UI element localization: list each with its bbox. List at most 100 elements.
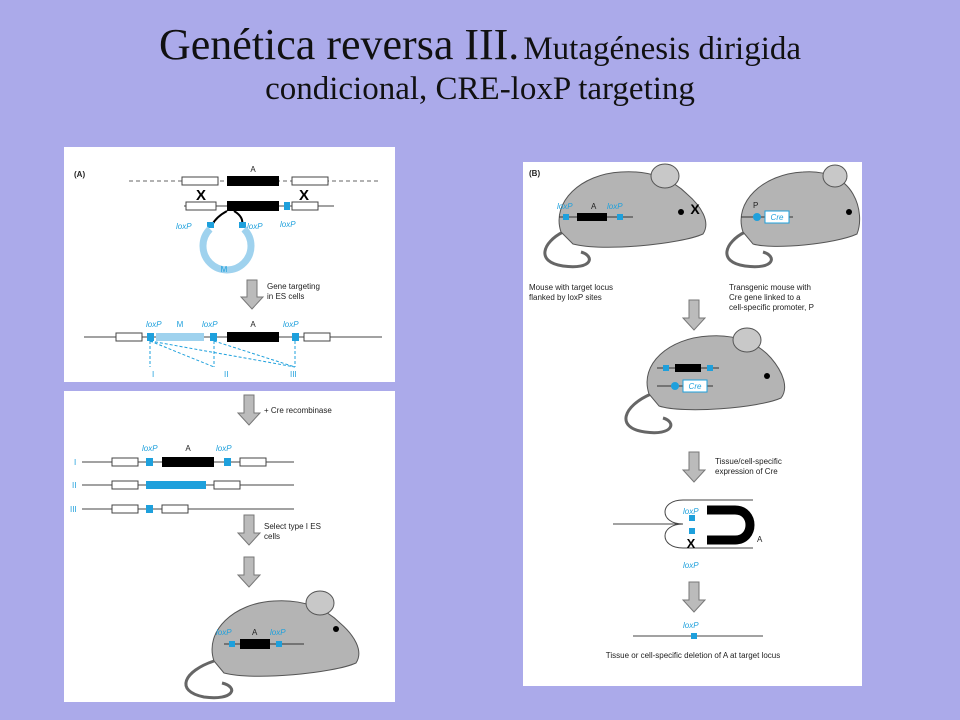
panel-a-top: (A) A X X loxP loxP loxP M Gene targetin… xyxy=(64,147,395,382)
mouse-loxp-label-1: loxP xyxy=(216,628,232,637)
mouse1-caption-1: Mouse with target locus xyxy=(529,283,613,292)
targeted-loxp-label-3: loxP xyxy=(283,320,299,329)
targeted-loxp-1 xyxy=(147,333,154,341)
mouse2-ear xyxy=(822,164,848,188)
mouse1-caption-2: flanked by loxP sites xyxy=(529,293,602,302)
panel-b-label: (B) xyxy=(529,169,540,178)
mouse1-eye xyxy=(678,209,684,215)
mouse2-promoter xyxy=(753,213,761,221)
mouse2-eye xyxy=(846,209,852,215)
vector-m-label: M xyxy=(221,265,228,274)
loop-loxp-right xyxy=(239,222,246,228)
crossover-right: X xyxy=(299,187,309,204)
mouse3-ear xyxy=(732,327,762,353)
loop-cross: X xyxy=(687,536,696,551)
mouse2-caption-1: Transgenic mouse with xyxy=(729,283,811,292)
targeted-exon-right xyxy=(303,332,331,342)
row-i-a-label: A xyxy=(185,444,191,453)
type-ii-label: II xyxy=(224,370,228,379)
expression-text-1: Tissue/cell-specific xyxy=(715,457,782,466)
genomic-exon-right xyxy=(291,176,329,186)
genomic-exon-left xyxy=(181,176,219,186)
deletion-caption: Tissue or cell-specific deletion of A at… xyxy=(606,651,780,660)
mouse2-caption-3: cell-specific promoter, P xyxy=(729,303,814,312)
row-ii-m-segment xyxy=(146,481,206,489)
loxp-label-1: loxP xyxy=(176,222,192,231)
mouse-loxp-2 xyxy=(276,641,282,647)
loop-a-label: A xyxy=(757,535,763,544)
loop-loxp-1 xyxy=(689,515,695,521)
mouse2-body xyxy=(740,171,861,247)
title-main: Genética reversa III. xyxy=(158,20,520,69)
step-arrow-3 xyxy=(236,514,262,546)
row-i-loxp-label-1: loxP xyxy=(142,444,158,453)
loxp-label-3: loxP xyxy=(280,220,296,229)
mouse1-ear xyxy=(650,163,680,189)
row-ii-label: II xyxy=(72,481,76,490)
row-iii-loxp xyxy=(146,505,153,513)
gene-a-label: A xyxy=(250,165,256,174)
row-i-loxp-label-2: loxP xyxy=(216,444,232,453)
cross-symbol: X xyxy=(690,201,700,217)
mouse1-body xyxy=(558,171,707,248)
loop-loxp-left xyxy=(207,222,214,228)
mouse2-cre-label: Cre xyxy=(771,213,784,222)
mouse-tail xyxy=(184,659,234,700)
slide-title: Genética reversa III. Mutagénesis dirigi… xyxy=(0,20,960,109)
mouse-loxp-1 xyxy=(229,641,235,647)
mouse3-eye xyxy=(764,373,770,379)
cre-mouse: Cre P xyxy=(725,164,861,269)
mouse-ear xyxy=(305,590,335,616)
deleted-loxp xyxy=(691,633,697,639)
gene-targeting-text-2: in ES cells xyxy=(267,292,304,301)
mouse1-loxp-label-1: loxP xyxy=(557,202,573,211)
genomic-gene-a xyxy=(227,176,279,186)
row-i-exon-right xyxy=(239,457,267,467)
loop-lower-line xyxy=(613,523,753,549)
mouse2-tail xyxy=(725,230,773,269)
loop-loxp-label-1: loxP xyxy=(683,507,699,516)
vector-gene-a xyxy=(227,201,279,211)
mouse-a-label: A xyxy=(252,628,258,637)
step-arrow-2 xyxy=(236,394,262,426)
targeted-exon-left xyxy=(115,332,143,342)
mouse3-cre-label: Cre xyxy=(689,382,702,391)
row-iii-exon-right xyxy=(161,504,189,514)
select-text-1: Select type I ES xyxy=(264,522,321,531)
targeted-a-label: A xyxy=(250,320,256,329)
mouse-loxp-label-2: loxP xyxy=(270,628,286,637)
panel-b: (B) loxP A loxP Mouse with target locus … xyxy=(523,162,862,686)
vector-loxp-site xyxy=(284,202,290,210)
step-arrow-1 xyxy=(239,279,265,310)
targeted-m-label: M xyxy=(177,320,184,329)
row-i-loxp-2 xyxy=(224,458,231,466)
type-i-label: I xyxy=(152,370,154,379)
row-ii-exon-right xyxy=(213,480,241,490)
mouse-eye xyxy=(333,626,339,632)
deleted-loxp-label: loxP xyxy=(683,621,699,630)
mouse3-promoter xyxy=(671,382,679,390)
targeted-loxp-3 xyxy=(292,333,299,341)
loop-gene-a xyxy=(707,505,755,545)
targeted-loxp-label-2: loxP xyxy=(202,320,218,329)
targeted-m-segment xyxy=(156,333,204,341)
step-arrow-4 xyxy=(236,556,262,588)
row-iii-exon-left xyxy=(111,504,139,514)
vector-loop-left xyxy=(211,210,228,226)
loxp-label-2: loxP xyxy=(247,222,263,231)
mouse3-cre-box xyxy=(682,379,708,393)
vector-exon-right xyxy=(291,201,319,211)
recombination-lines xyxy=(149,340,296,368)
mouse1-loxp-label-2: loxP xyxy=(607,202,623,211)
vector-circle-m xyxy=(199,226,255,274)
mouse3-tail xyxy=(624,392,673,435)
row-ii-exon-left xyxy=(111,480,139,490)
cre-recombinase-text: + Cre recombinase xyxy=(264,406,332,415)
mouse2-caption-2: Cre gene linked to a xyxy=(729,293,801,302)
row-iii-label: III xyxy=(70,505,77,514)
row-i-gene-a xyxy=(162,457,214,467)
crossover-left: X xyxy=(196,187,206,204)
chimeric-mouse: loxP A loxP xyxy=(184,590,360,700)
title-sub2: condicional, CRE-loxP targeting xyxy=(265,70,695,107)
targeted-loxp-label-1: loxP xyxy=(146,320,162,329)
